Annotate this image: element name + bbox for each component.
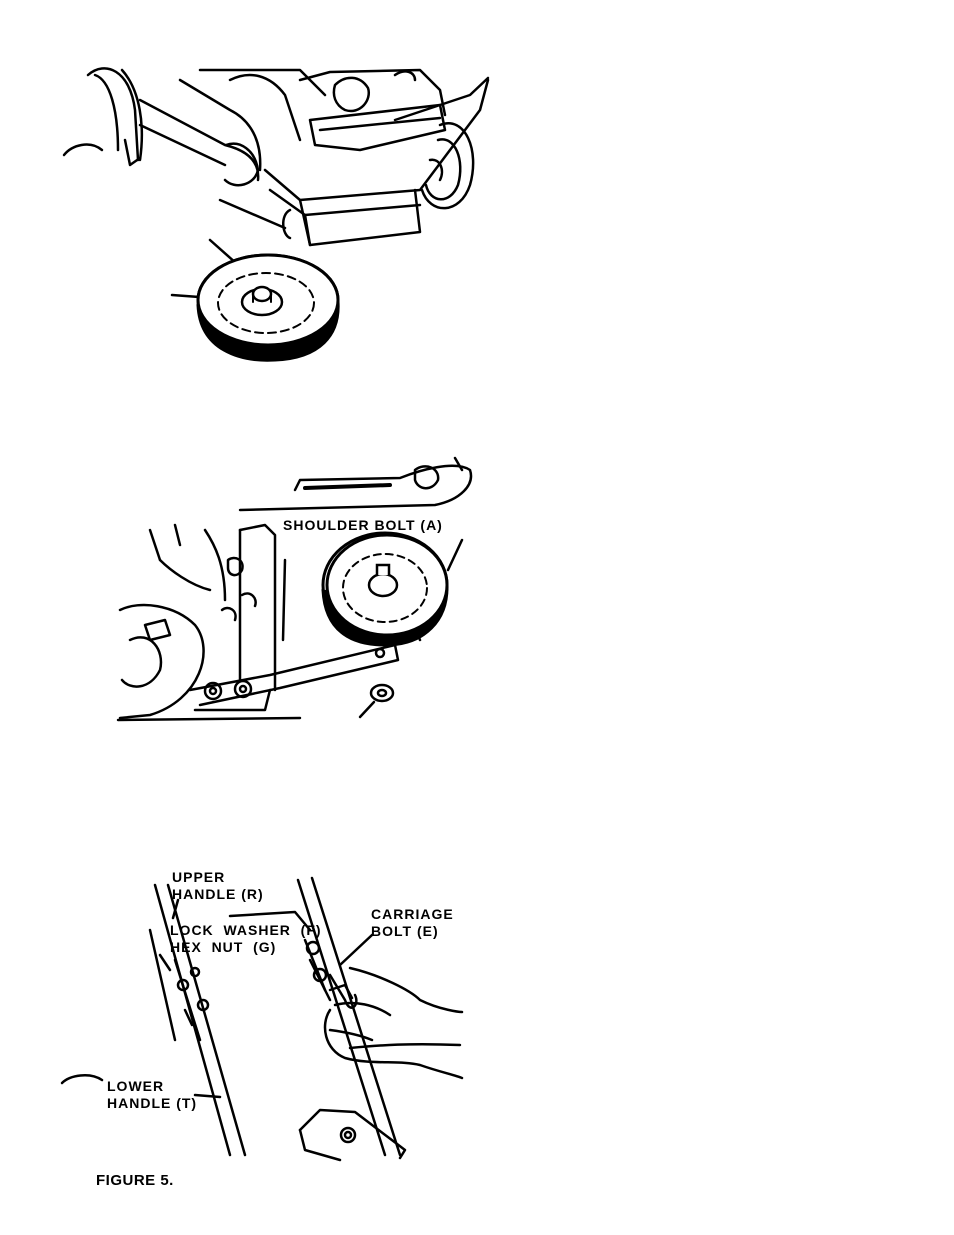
hex-nut-label: HEX NUT (G) (170, 939, 276, 956)
upper-handle-label-line1: UPPER (172, 869, 225, 886)
carriage-bolt-label-line2: BOLT (E) (371, 923, 439, 940)
lower-handle-label-line2: HANDLE (T) (107, 1095, 197, 1112)
upper-handle-label-line2: HANDLE (R) (172, 886, 264, 903)
figure-caption: FIGURE 5. (96, 1172, 174, 1189)
carriage-bolt-label-line1: CARRIAGE (371, 906, 454, 923)
lower-handle-label-line1: LOWER (107, 1078, 164, 1095)
lock-washer-label: LOCK WASHER (F) (170, 922, 322, 939)
shoulder-bolt-label: SHOULDER BOLT (A) (283, 517, 443, 534)
